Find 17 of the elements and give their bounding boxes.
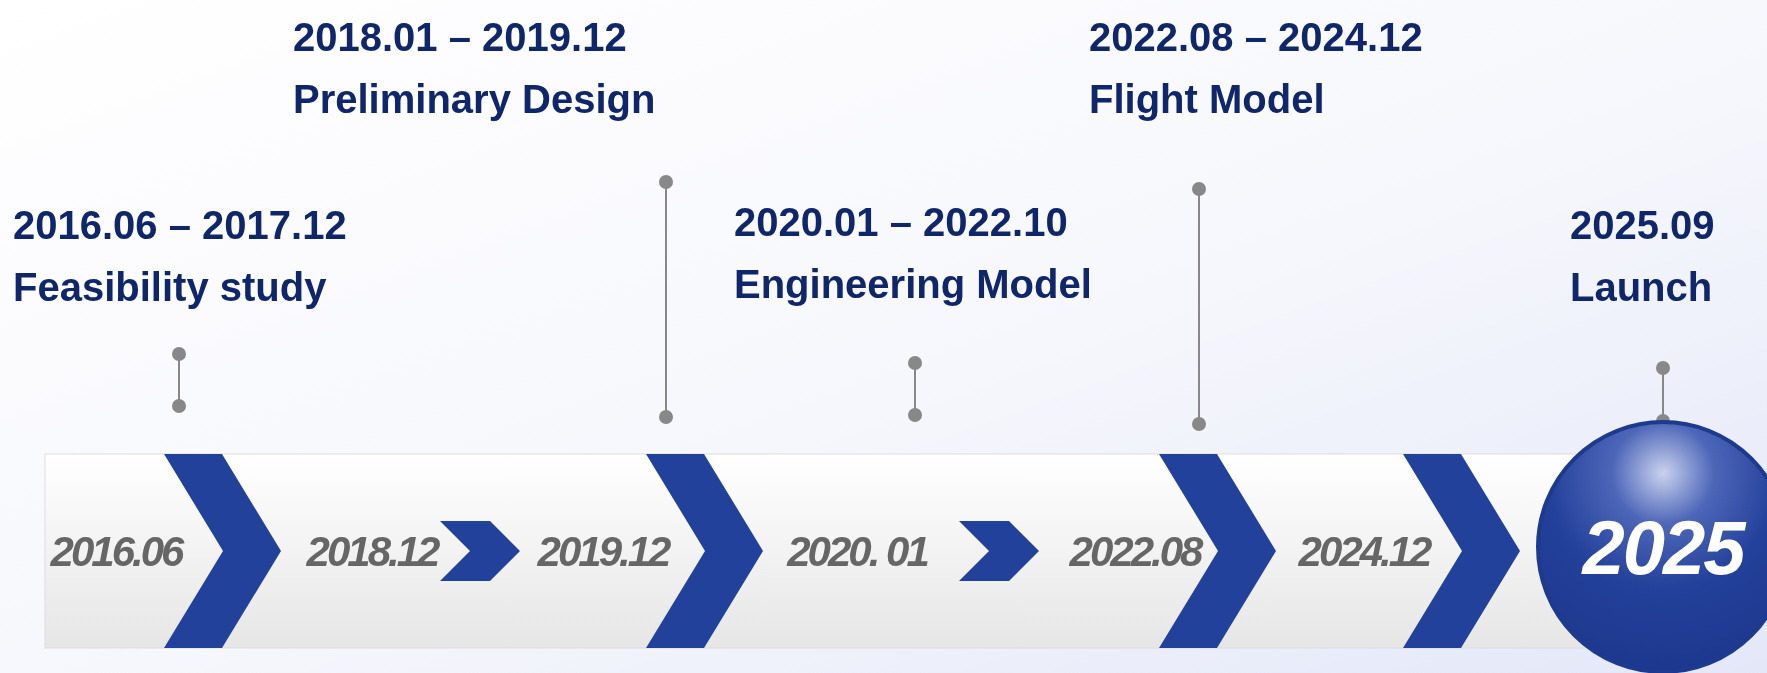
phase-name: Preliminary Design [293,76,656,122]
phase-date: 2022.08 – 2024.12 [1089,14,1423,60]
timeline-date: 2022.08 [1069,528,1201,576]
phase-date: 2020.01 – 2022.10 [734,199,1068,245]
timeline-date: 2019.12 [537,528,669,576]
phase-date: 2025.09 [1570,202,1715,248]
timeline-date: 2016.06 [50,528,182,576]
timeline-date: 2020. 01 [787,528,927,576]
phase-name: Engineering Model [734,261,1092,307]
phase-name: Feasibility study [13,264,327,310]
phase-date: 2018.01 – 2019.12 [293,14,627,60]
year-circle: 2025 [1536,420,1767,673]
phase-date: 2016.06 – 2017.12 [13,202,347,248]
phase-name: Flight Model [1089,76,1325,122]
phase-name: Launch [1570,264,1713,310]
timeline-date: 2024.12 [1298,528,1430,576]
timeline-date: 2018.12 [306,528,438,576]
